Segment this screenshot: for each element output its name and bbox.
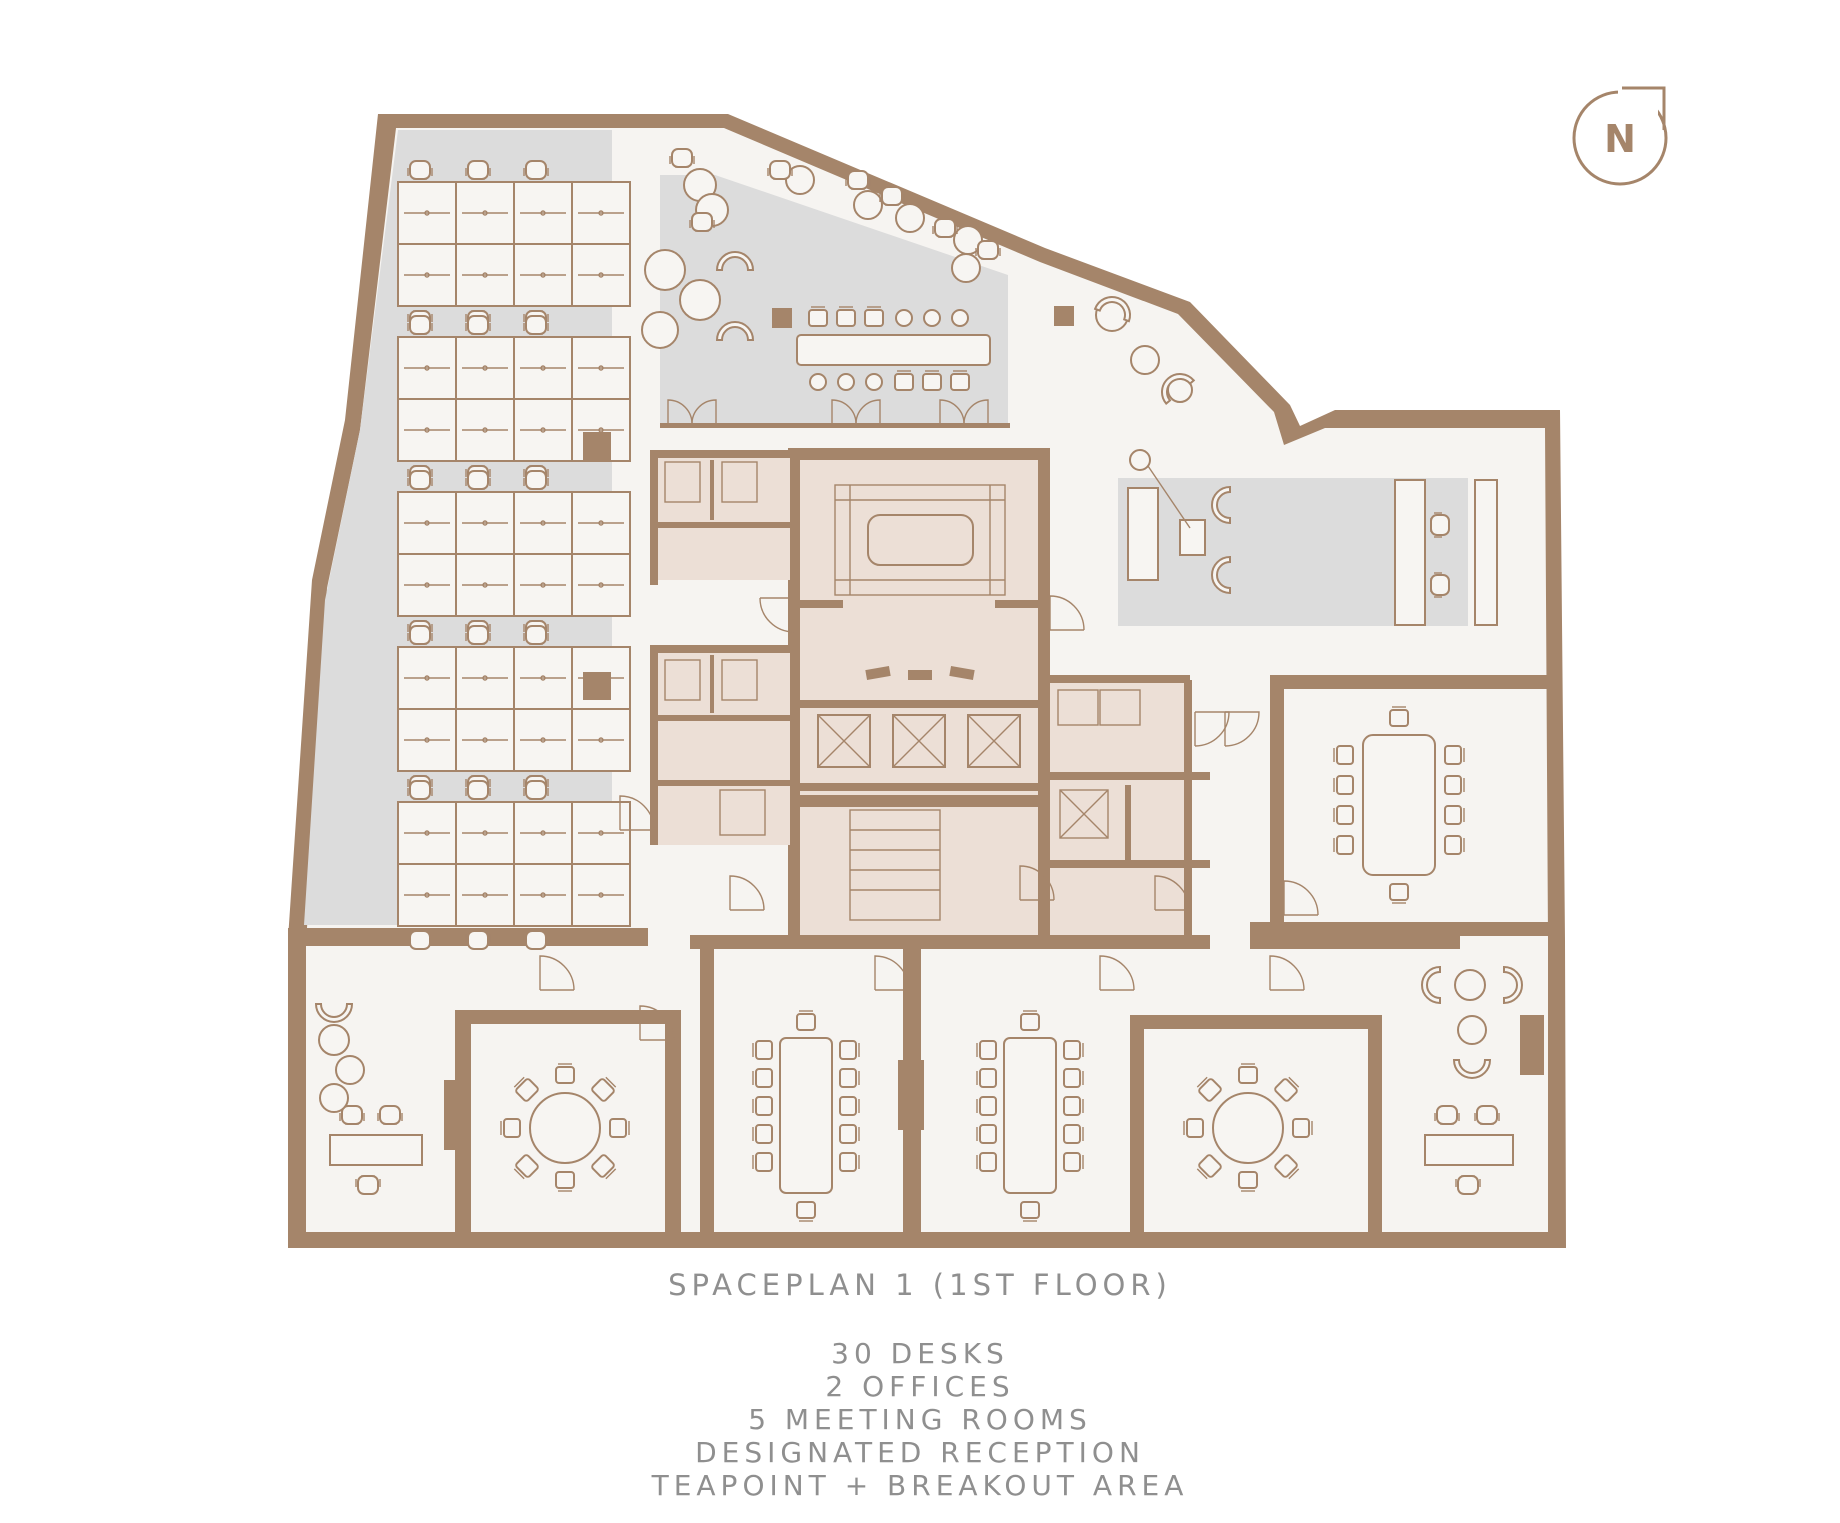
- feature-item: 30 DESKS: [831, 1337, 1009, 1370]
- meeting-room-boardroom: [1250, 675, 1550, 936]
- wc-block-lower: [650, 645, 790, 845]
- service-block: [1050, 675, 1210, 940]
- teapoint-booths: [660, 399, 1010, 428]
- feature-item: 2 OFFICES: [825, 1370, 1015, 1403]
- central-core: [788, 448, 1050, 948]
- meeting-room-round-right: [1183, 1063, 1313, 1192]
- bottom-rooms-walls: [288, 928, 1544, 1240]
- office-right: [1421, 966, 1523, 1195]
- north-arrow-icon: N: [1572, 84, 1668, 186]
- breakout-furniture: [1094, 290, 1498, 626]
- wc-block-upper: [650, 450, 790, 585]
- office-left: [315, 1003, 423, 1195]
- teapoint-furniture: [641, 148, 1001, 391]
- columns: [583, 306, 1074, 700]
- feature-item: TEAPOINT + BREAKOUT AREA: [651, 1469, 1189, 1502]
- desk-banks: [397, 160, 631, 949]
- feature-list: 30 DESKS 2 OFFICES 5 MEETING ROOMS DESIG…: [0, 1337, 1840, 1502]
- feature-item: 5 MEETING ROOMS: [748, 1403, 1092, 1436]
- plan-title: SPACEPLAN 1 (1ST FLOOR): [668, 1268, 1172, 1302]
- compass-label: N: [1604, 117, 1636, 161]
- meeting-room-long: [752, 1010, 860, 1222]
- feature-item: DESIGNATED RECEPTION: [695, 1436, 1145, 1469]
- meeting-room-round-left: [500, 1063, 630, 1192]
